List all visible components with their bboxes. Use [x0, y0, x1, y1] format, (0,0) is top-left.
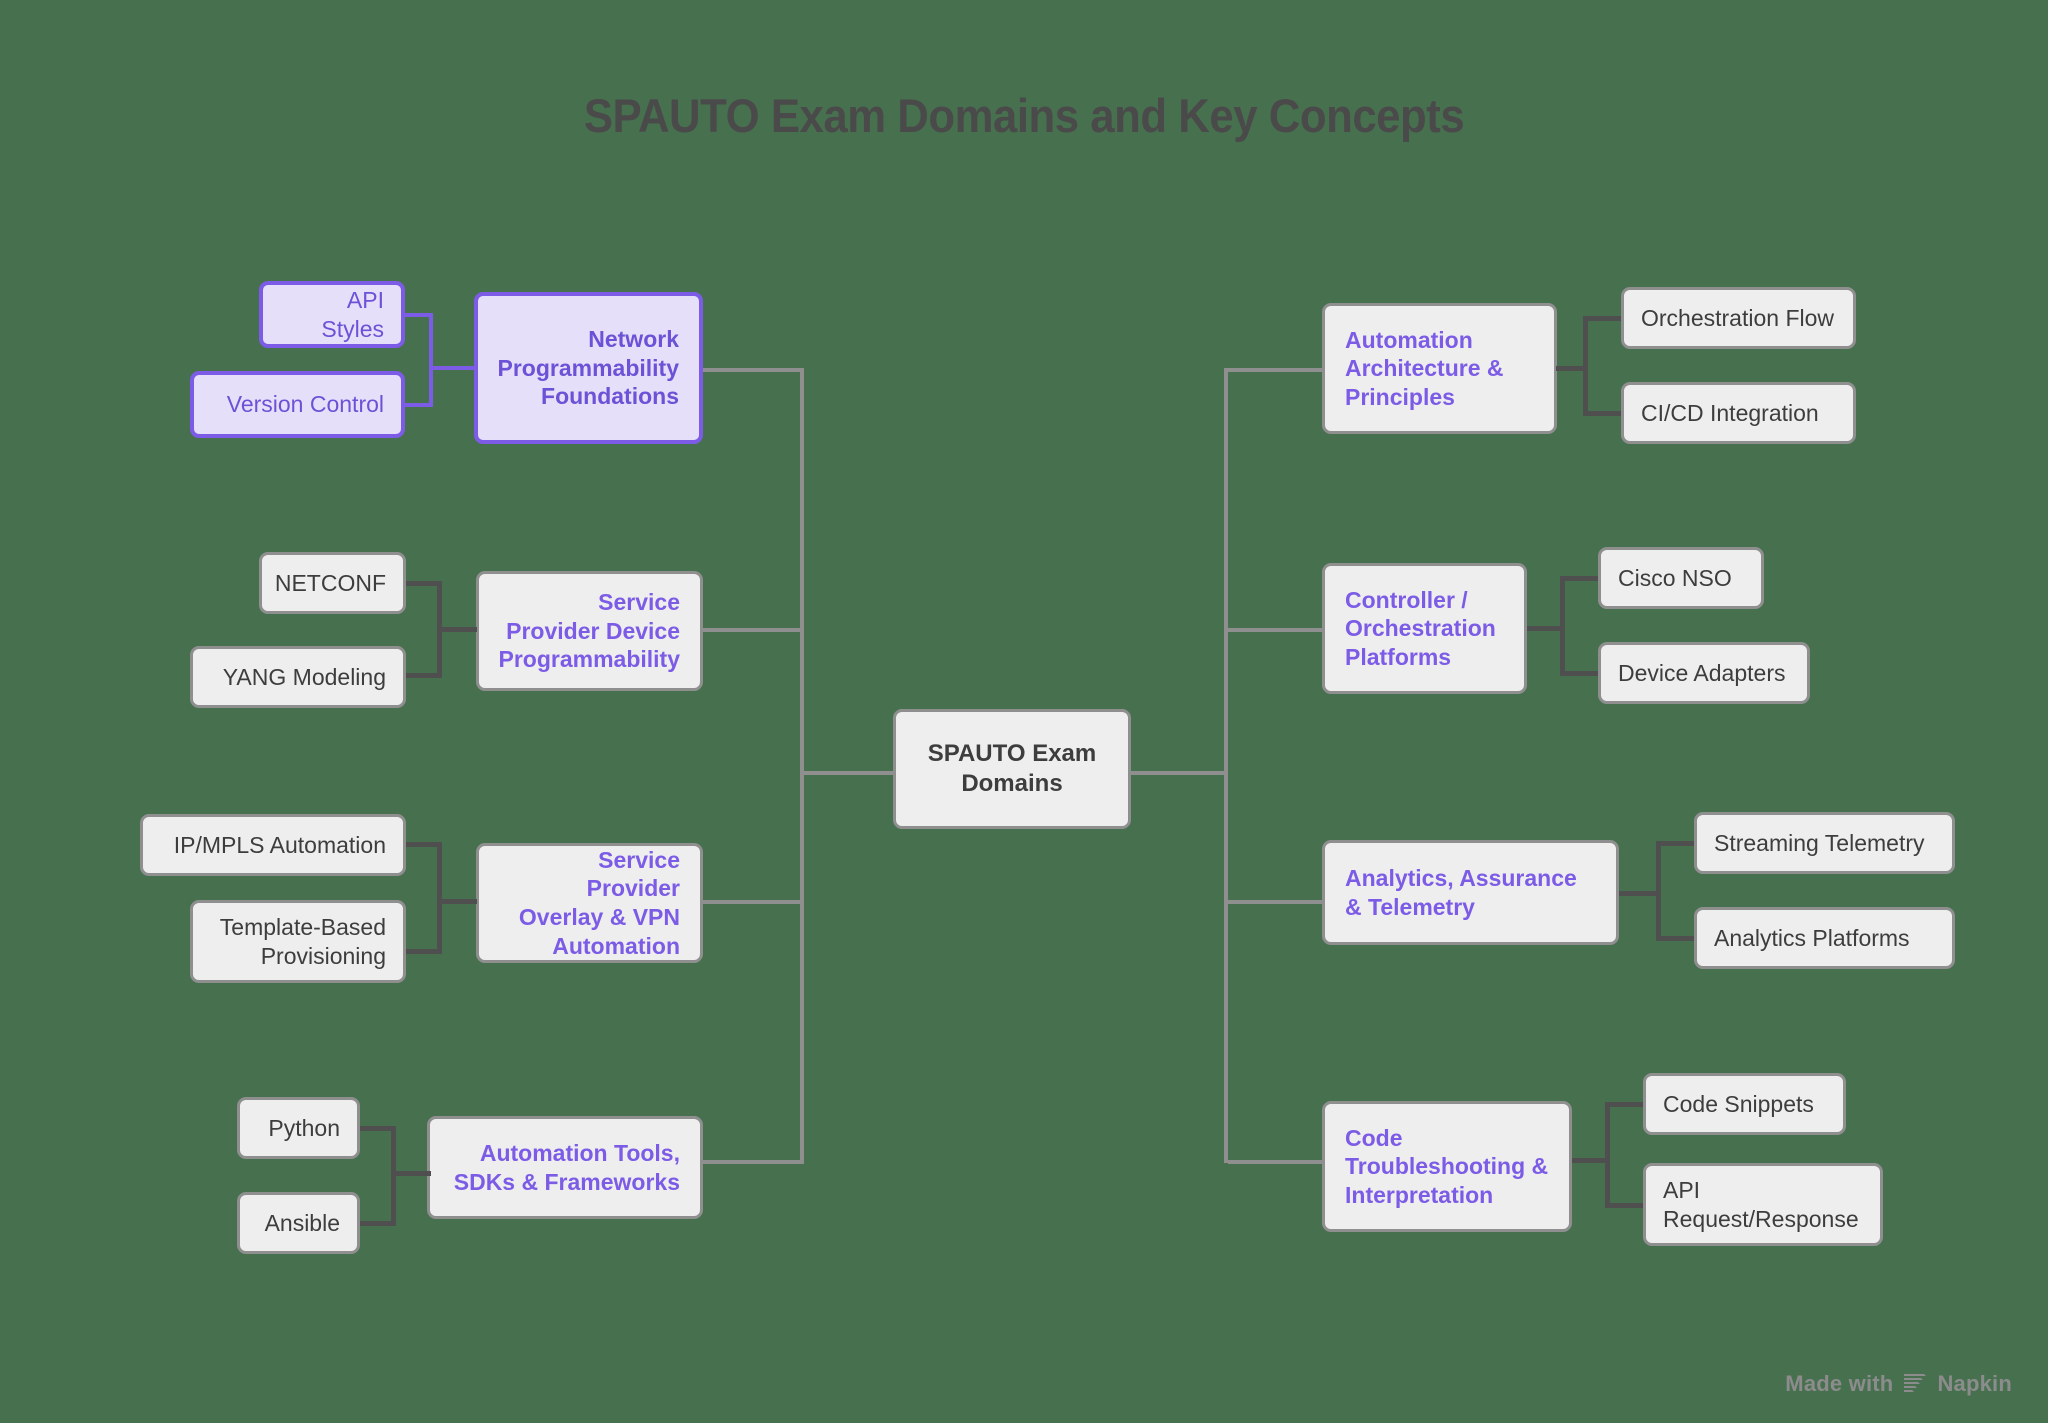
left-branch-stub-2	[703, 628, 804, 632]
leaf-analytics-platforms[interactable]: Analytics Platforms	[1694, 907, 1955, 969]
leaf-streaming-telemetry[interactable]: Streaming Telemetry	[1694, 812, 1955, 874]
right-branch-stub-2	[1228, 628, 1324, 632]
leaf-yang-modeling[interactable]: YANG Modeling	[190, 646, 406, 708]
watermark-brand-label: Napkin	[1937, 1371, 2012, 1396]
bracket-h-bottom-right-4	[1605, 1203, 1643, 1208]
bracket-h-bottom-branch-2	[406, 673, 442, 678]
right-branch-stub-4	[1228, 1160, 1324, 1164]
center-node-spauto-exam-domains[interactable]: SPAUTO Exam Domains	[893, 709, 1131, 829]
bracket-h-top-branch-1	[405, 313, 433, 317]
category-code-troubleshooting-interpretation[interactable]: Code Troubleshooting & Interpretation	[1322, 1101, 1572, 1232]
bracket-h-top-right-4	[1605, 1102, 1643, 1107]
leaf-netconf[interactable]: NETCONF	[259, 552, 406, 614]
bracket-h-top-branch-4	[360, 1126, 396, 1131]
category-automation-tools-sdks-frameworks[interactable]: Automation Tools, SDKs & Frameworks	[427, 1116, 703, 1219]
bracket-v-branch-3	[437, 842, 442, 954]
bracket-h-top-right-2	[1560, 576, 1598, 581]
category-service-provider-overlay-vpn-automation[interactable]: Service Provider Overlay & VPN Automatio…	[476, 843, 703, 963]
left-trunk-line	[800, 368, 804, 1163]
bracket-stem-branch-1	[429, 366, 474, 370]
watermark-prefix-label: Made with	[1785, 1371, 1894, 1396]
category-network-programmability-foundations[interactable]: Network Programmability Foundations	[474, 292, 703, 444]
leaf-template-based-provisioning[interactable]: Template-Based Provisioning	[190, 900, 406, 983]
napkin-triangle-icon	[1902, 1373, 1928, 1395]
leaf-orchestration-flow[interactable]: Orchestration Flow	[1621, 287, 1856, 349]
leaf-version-control[interactable]: Version Control	[190, 371, 405, 438]
bracket-v-right-4	[1605, 1102, 1610, 1208]
bracket-v-branch-4	[391, 1126, 396, 1226]
leaf-python[interactable]: Python	[237, 1097, 360, 1159]
bracket-stem-right-3	[1619, 891, 1661, 896]
leaf-ip-mpls-automation[interactable]: IP/MPLS Automation	[140, 814, 406, 876]
category-automation-architecture-principles[interactable]: Automation Architecture & Principles	[1322, 303, 1557, 434]
category-controller-orchestration-platforms[interactable]: Controller / Orchestration Platforms	[1322, 563, 1527, 694]
bracket-h-bottom-right-1	[1583, 411, 1621, 416]
napkin-watermark: Made with Napkin	[1785, 1371, 2012, 1397]
bracket-stem-branch-4	[391, 1171, 431, 1176]
page-title: SPAUTO Exam Domains and Key Concepts	[583, 89, 1465, 142]
leaf-api-request-response[interactable]: API Request/Response	[1643, 1163, 1883, 1246]
left-branch-stub-4	[703, 1160, 804, 1164]
bracket-v-branch-1	[429, 313, 433, 407]
bracket-h-bottom-right-3	[1656, 936, 1694, 941]
category-analytics-assurance-telemetry[interactable]: Analytics, Assurance & Telemetry	[1322, 840, 1619, 945]
center-to-right-trunk-line	[1131, 771, 1224, 775]
leaf-ci-cd-integration[interactable]: CI/CD Integration	[1621, 382, 1856, 444]
bracket-stem-right-2	[1527, 626, 1565, 631]
right-trunk-line	[1224, 368, 1228, 1163]
leaf-ansible[interactable]: Ansible	[237, 1192, 360, 1254]
right-branch-stub-3	[1228, 900, 1324, 904]
left-branch-stub-1	[703, 368, 804, 372]
bracket-h-top-branch-2	[406, 581, 442, 586]
bracket-h-top-branch-3	[406, 842, 442, 847]
category-service-provider-device-programmability[interactable]: Service Provider Device Programmability	[476, 571, 703, 691]
bracket-stem-right-1	[1556, 366, 1588, 371]
bracket-stem-branch-3	[437, 899, 477, 904]
bracket-h-top-right-1	[1583, 316, 1621, 321]
leaf-cisco-nso[interactable]: Cisco NSO	[1598, 547, 1764, 609]
left-trunk-to-center-line	[804, 771, 895, 775]
bracket-h-bottom-branch-1	[405, 403, 433, 407]
bracket-h-bottom-right-2	[1560, 671, 1598, 676]
leaf-code-snippets[interactable]: Code Snippets	[1643, 1073, 1846, 1135]
left-branch-stub-3	[703, 900, 804, 904]
bracket-stem-branch-2	[437, 627, 477, 632]
bracket-h-top-right-3	[1656, 841, 1694, 846]
leaf-api-styles[interactable]: API Styles	[259, 281, 405, 348]
bracket-stem-right-4	[1572, 1158, 1610, 1163]
bracket-h-bottom-branch-3	[406, 949, 442, 954]
bracket-h-bottom-branch-4	[360, 1221, 396, 1226]
right-branch-stub-1	[1228, 368, 1324, 372]
leaf-device-adapters[interactable]: Device Adapters	[1598, 642, 1810, 704]
